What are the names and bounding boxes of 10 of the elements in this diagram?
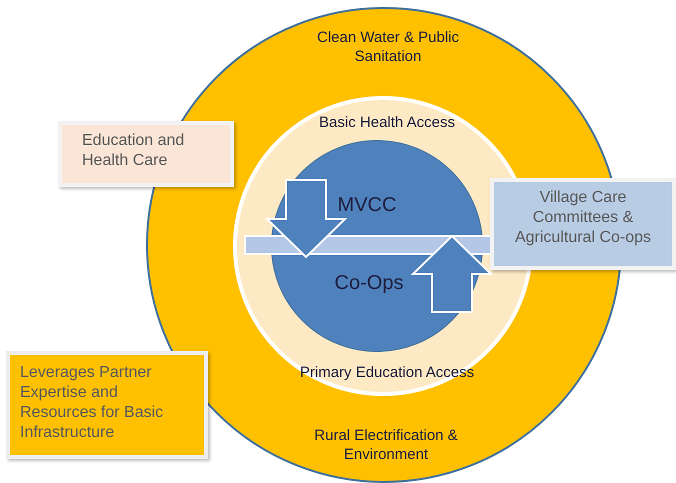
ring-label: MVCC (336, 193, 398, 218)
text-box: Leverages Partner Expertise and Resources for Basic Infrastructure (6, 351, 208, 459)
text-box: Village Care Committees & Agricultural Co-ops (490, 178, 676, 270)
block-arrow (264, 179, 348, 258)
ring-label: Rural Electrification & Environment (313, 427, 459, 464)
ring-label: Co-Ops (334, 271, 404, 296)
ring-label: Clean Water & Public Sanitation (316, 29, 460, 66)
ring-label: Basic Health Access (318, 114, 456, 133)
block-arrow (410, 234, 494, 313)
text-box: Education and Health Care (58, 121, 234, 187)
